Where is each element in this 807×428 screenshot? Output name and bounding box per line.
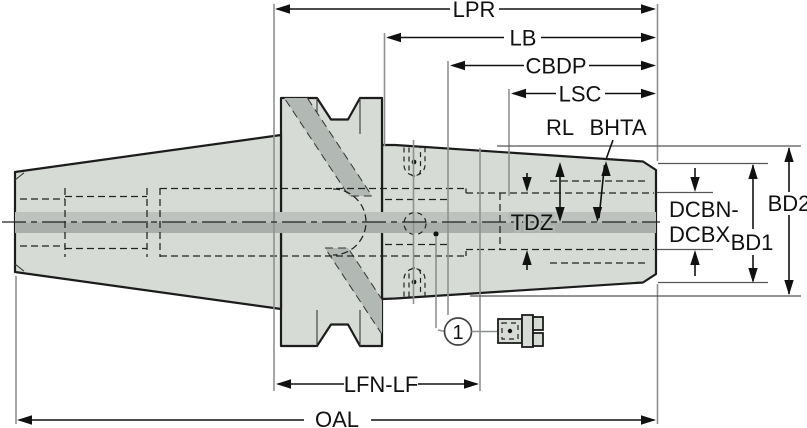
coolant-band-lower [324, 247, 382, 346]
dimension-lsc: LSC [511, 82, 656, 107]
label-dcbx: DCBX [669, 222, 730, 247]
label-cbdp: CBDP [525, 54, 586, 79]
cross-bore-circle [403, 211, 427, 236]
coolant-screw-part [497, 314, 544, 348]
dimension-cbdp: CBDP [450, 54, 656, 79]
dimension-bd1: BD1 [731, 164, 774, 283]
extension-lines [15, 4, 801, 424]
dimension-lfn-lf: LFN-LF [276, 372, 479, 397]
callout-number: 1 [452, 322, 463, 344]
label-tdz: TDZ [511, 210, 554, 235]
dimension-bd2: BD2 [768, 147, 807, 295]
label-bd1: BD1 [731, 230, 774, 255]
label-bd2: BD2 [768, 191, 807, 216]
dimension-oal: OAL [17, 407, 656, 428]
label-oal: OAL [315, 407, 359, 428]
center-bore-band [15, 212, 656, 233]
taper-chamfer-top [14, 172, 25, 181]
label-bhta: BHTA [589, 115, 646, 140]
label-rl: RL [546, 115, 574, 140]
dimension-lb: LB [386, 26, 656, 51]
dimension-bhta: BHTA [589, 115, 647, 222]
taper-chamfer-bottom [14, 263, 25, 272]
callout-item1: 1 [433, 231, 497, 346]
label-lfn-lf: LFN-LF [344, 372, 419, 397]
coolant-channel-bands [282, 98, 382, 346]
dimension-tdz: TDZ [508, 173, 556, 270]
label-lpr: LPR [453, 0, 496, 22]
label-lb: LB [510, 26, 537, 51]
dimension-rl: RL [546, 115, 574, 222]
label-dcbn: DCBN- [669, 197, 739, 222]
coolant-band-upper [282, 98, 373, 197]
label-lsc: LSC [559, 82, 602, 107]
bore-end-arc [332, 188, 367, 256]
dimension-dcbn-dcbx: DCBN- DCBX [669, 168, 739, 276]
dimension-lpr: LPR [275, 0, 656, 22]
